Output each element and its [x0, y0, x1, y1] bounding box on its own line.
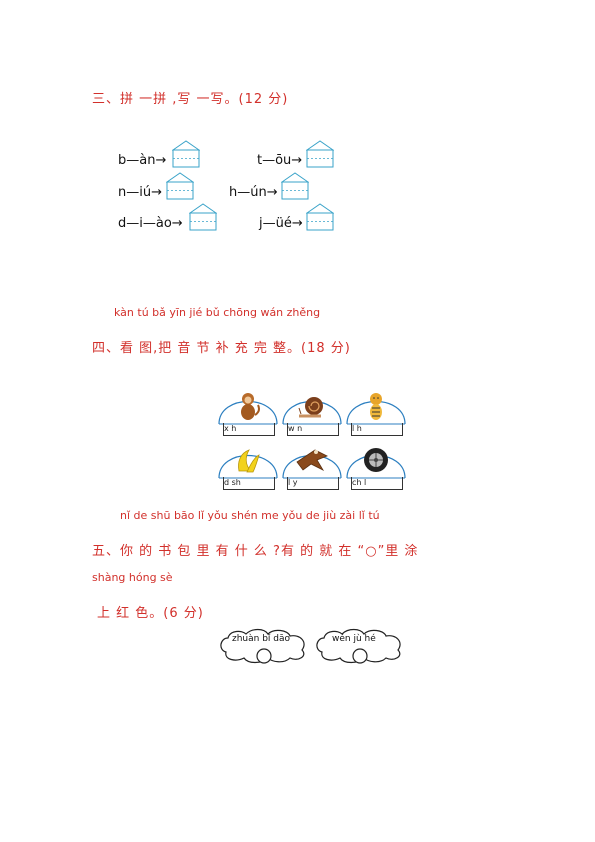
exercise-ban: b—àn→: [118, 153, 167, 168]
picture-card-monkey: x h: [217, 388, 279, 442]
section4-pinyin: kàn tú bǎ yīn jié bǔ chōng wán zhěng: [114, 306, 321, 319]
answer-house-jue[interactable]: [306, 203, 334, 231]
answer-blank-wheel[interactable]: ch l: [351, 477, 403, 490]
section5-title1: 五、你 的 书 包 里 有 什 么 ?有 的 就 在 “○”里 涂: [92, 544, 419, 559]
section5-title2: 上 红 色。(6 分): [97, 606, 204, 621]
tiger-icon: [370, 393, 382, 420]
picture-card-eagle: l y: [281, 442, 343, 496]
answer-blank-snail[interactable]: w n: [287, 423, 339, 436]
section4-title: 四、看 图,把 音 节 补 充 完 整。(18 分): [92, 341, 351, 356]
cloud-pencil-sharpener[interactable]: zhuàn bǐ dāo: [218, 626, 310, 668]
wheel-icon: [364, 448, 388, 472]
answer-house-hun[interactable]: [281, 172, 309, 200]
color-circle: [352, 648, 368, 664]
banana-icon: [238, 449, 260, 473]
answer-blank-banana[interactable]: d sh: [223, 477, 275, 490]
answer-house-ban[interactable]: [172, 140, 200, 168]
house-icon: [166, 172, 194, 200]
picture-card-tiger: l h: [345, 388, 407, 442]
monkey-icon: [241, 393, 260, 420]
exercise-tou: t—ōu→: [257, 153, 303, 168]
exercise-niu: n—iú→: [118, 185, 162, 200]
picture-card-snail: w n: [281, 388, 343, 442]
color-circle: [256, 648, 272, 664]
cloud-text: zhuàn bǐ dāo: [232, 634, 291, 644]
answer-blank-eagle[interactable]: l y: [287, 477, 339, 490]
exercise-diao: d—i—ào→: [118, 216, 183, 231]
answer-blank-tiger[interactable]: l h: [351, 423, 403, 436]
answer-house-diao[interactable]: [189, 203, 217, 231]
house-icon: [306, 140, 334, 168]
house-icon: [189, 203, 217, 231]
house-icon: [306, 203, 334, 231]
picture-card-wheel: ch l: [345, 442, 407, 496]
section5-pinyin2: shàng hóng sè: [92, 571, 173, 584]
snail-icon: [298, 397, 323, 418]
exercise-hun: h—ún→: [229, 185, 278, 200]
section3-title: 三、拼 一拼 ,写 一写。(12 分): [92, 92, 289, 107]
cloud-text: wén jù hé: [332, 634, 376, 644]
house-icon: [281, 172, 309, 200]
answer-house-niu[interactable]: [166, 172, 194, 200]
answer-blank-monkey[interactable]: x h: [223, 423, 275, 436]
section5-pinyin1: nǐ de shū bāo lǐ yǒu shén me yǒu de jiù …: [120, 509, 380, 522]
answer-house-tou[interactable]: [306, 140, 334, 168]
house-icon: [172, 140, 200, 168]
exercise-jue: j—üé→: [259, 216, 303, 231]
cloud-pencil-box[interactable]: wén jù hé: [314, 626, 406, 668]
eagle-icon: [296, 449, 328, 471]
picture-card-banana: d sh: [217, 442, 279, 496]
